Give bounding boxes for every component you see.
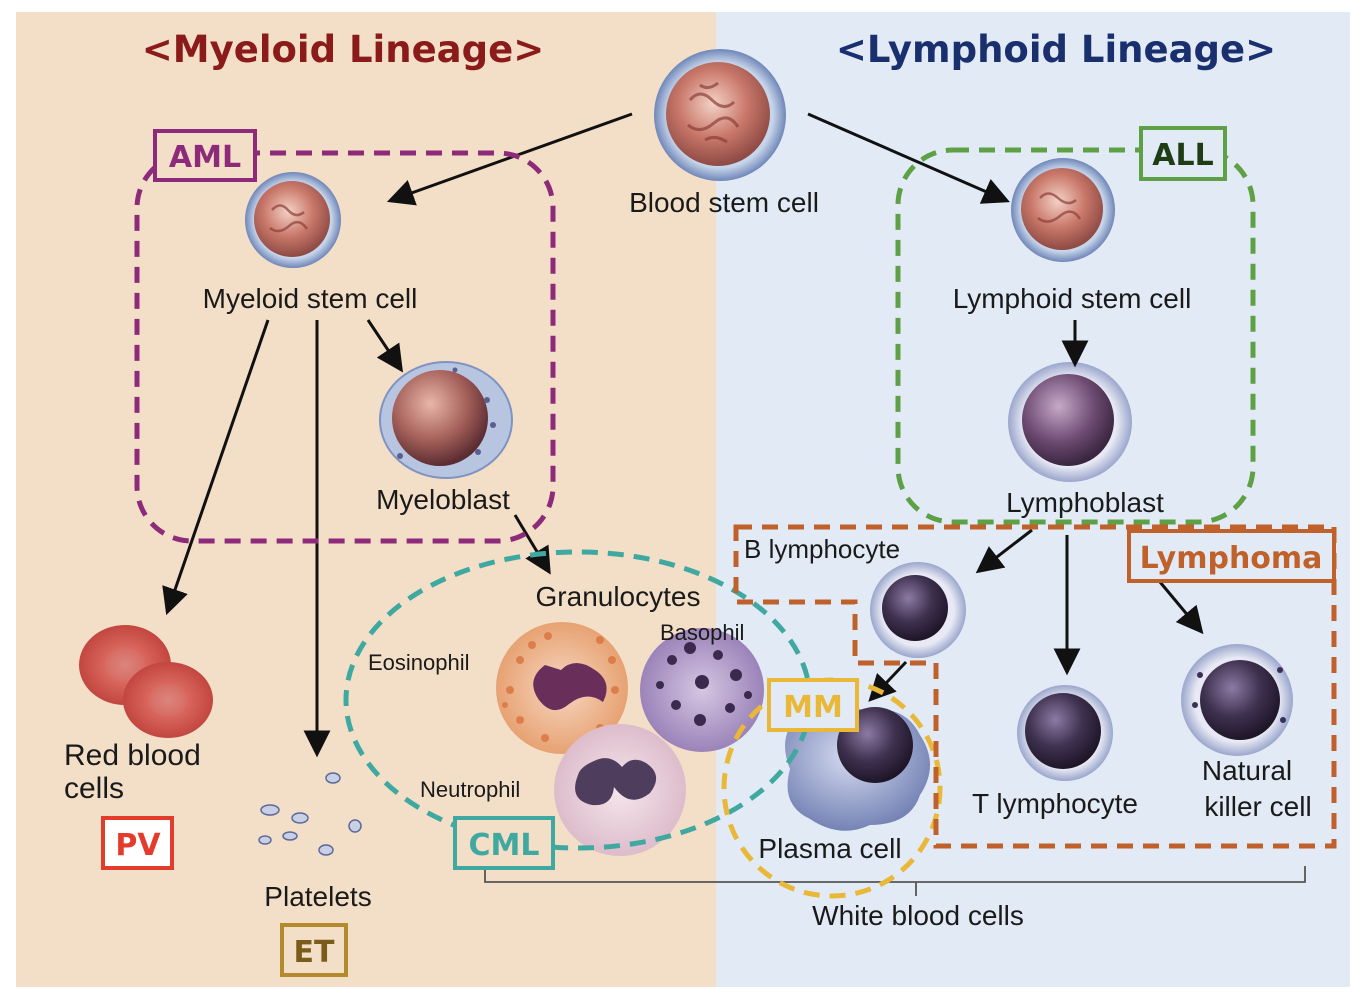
aml-region (134, 150, 556, 544)
blood-stem-cell-label: Blood stem cell (629, 187, 819, 218)
arrow-lymphoma-to-nk (1158, 581, 1204, 635)
platelets-label: Platelets (264, 881, 371, 912)
myeloblast-image (379, 361, 513, 479)
lymphoma-badge: Lymphoma (1127, 529, 1336, 583)
b-lymphocyte-image (870, 562, 966, 658)
pv-label: PV (115, 828, 161, 863)
pv-badge: PV (101, 816, 174, 870)
platelets-image (258, 772, 362, 856)
all-label: ALL (1152, 138, 1213, 173)
white-blood-cells-label: White blood cells (812, 900, 1024, 931)
red-blood-cells-label-line2: cells (64, 772, 124, 805)
lymphoblast-label: Lymphoblast (1006, 487, 1164, 518)
lymphoma-region (733, 524, 1337, 849)
b-lymphocyte-label: B lymphocyte (744, 534, 900, 564)
lymphoblast-image (1008, 362, 1132, 482)
lymphoid-stem-cell-label: Lymphoid stem cell (953, 283, 1192, 314)
granulocytes-label: Granulocytes (536, 581, 701, 612)
neutrophil-label: Neutrophil (420, 777, 520, 802)
blood-stem-cell-image (654, 49, 786, 181)
lymphoid-title: <Lymphoid Lineage> (836, 28, 1276, 71)
lymphoid-stem-cell-image (1011, 158, 1115, 262)
neutrophil-image (554, 724, 686, 856)
t-lymphocyte-image (1017, 685, 1113, 781)
t-lymphocyte-label: T lymphocyte (972, 788, 1138, 819)
arrow-myeloblast-to-granulocytes (513, 514, 551, 575)
arrow-myeloid-to-myeloblast (366, 319, 403, 373)
et-badge: ET (280, 923, 348, 977)
plasma-cell-label: Plasma cell (758, 833, 901, 864)
myeloid-stem-cell-label: Myeloid stem cell (203, 283, 418, 314)
eosinophil-label: Eosinophil (368, 650, 470, 675)
red-blood-cells-image (79, 625, 213, 738)
myeloid-stem-cell-image (245, 172, 341, 268)
white-blood-cells-bracket (484, 866, 1306, 896)
natural-killer-cell-label-line1: Natural (1202, 755, 1292, 786)
basophil-image (640, 628, 764, 752)
all-badge: ALL (1139, 126, 1227, 181)
myeloid-title: <Myeloid Lineage> (142, 28, 544, 71)
cml-badge: CML (453, 816, 555, 870)
myeloblast-label: Myeloblast (376, 484, 510, 515)
et-label: ET (294, 935, 335, 970)
arrow-stem-to-lymphoid (807, 112, 1010, 204)
eosinophil-image (496, 622, 628, 754)
lineage-arrows (162, 112, 1204, 758)
mm-label: MM (783, 690, 843, 725)
mm-badge: MM (767, 678, 859, 732)
natural-killer-cell-image (1181, 644, 1293, 756)
lymphoma-label: Lymphoma (1140, 541, 1323, 576)
basophil-label: Basophil (660, 620, 744, 645)
aml-label: AML (169, 140, 241, 175)
arrow-lymphoblast-to-b (975, 528, 1033, 574)
aml-badge: AML (153, 129, 257, 182)
natural-killer-cell-label-line2: killer cell (1204, 791, 1311, 822)
cml-label: CML (469, 828, 540, 863)
arrow-myeloid-to-rbc (162, 319, 270, 616)
red-blood-cells-label-line1: Red blood (64, 739, 201, 772)
